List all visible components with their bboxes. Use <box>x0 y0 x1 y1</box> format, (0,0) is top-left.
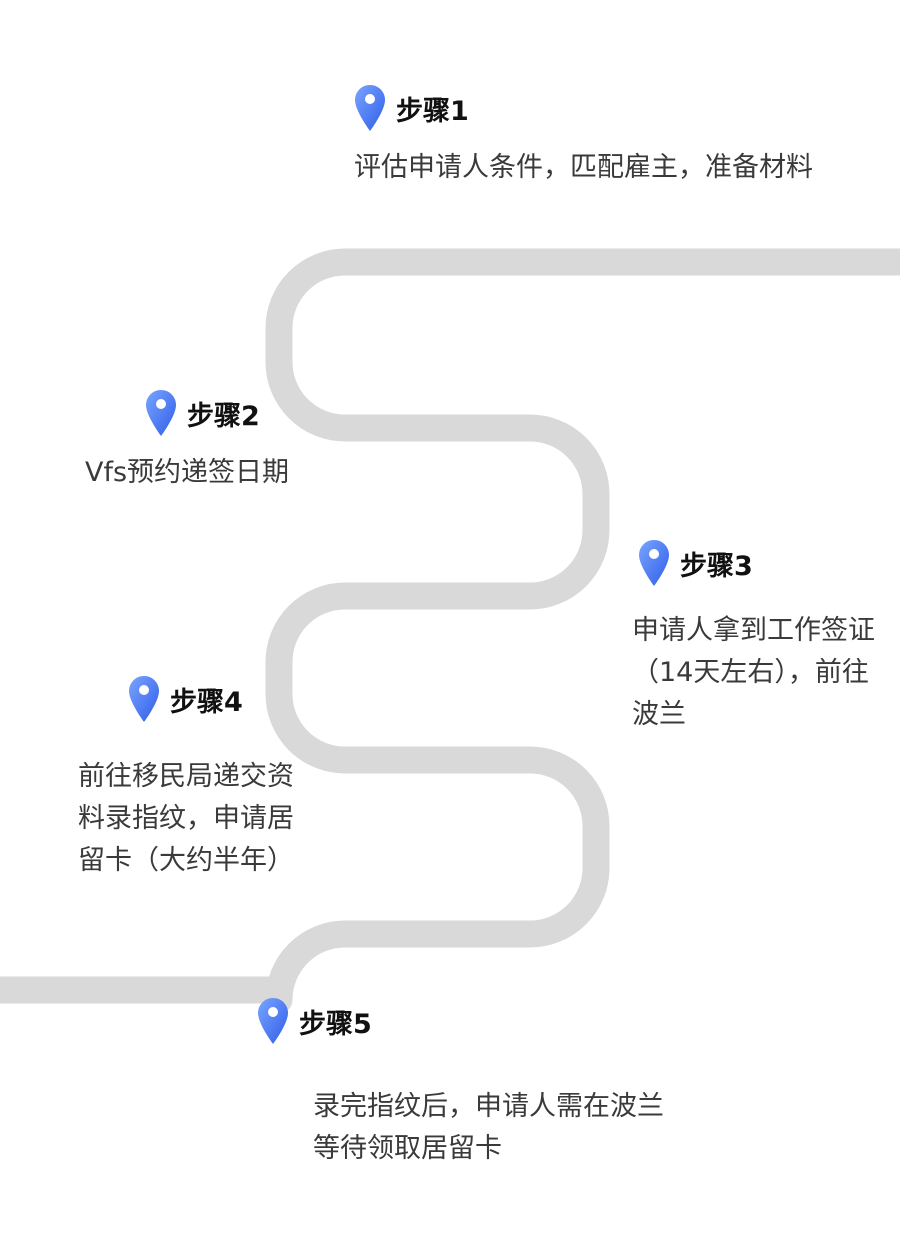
step-1-description: 评估申请人条件，匹配雇主，准备材料 <box>354 152 813 183</box>
step-5-header: 步骤5 <box>257 996 673 1046</box>
step-2-header: 步骤2 <box>145 388 405 438</box>
step-2-description: Vfs预约递签日期 <box>85 457 290 488</box>
step-2-title: 步骤2 <box>187 400 260 432</box>
step-5: 步骤5 录完指纹后，申请人需在波兰等待领取居留卡 <box>257 996 673 1170</box>
road-path <box>0 248 900 1014</box>
step-1-title: 步骤1 <box>396 95 469 127</box>
step-5-description: 录完指纹后，申请人需在波兰等待领取居留卡 <box>313 1091 664 1164</box>
location-pin-icon <box>639 540 669 586</box>
location-pin-icon <box>355 85 385 131</box>
step-4-header: 步骤4 <box>128 674 298 724</box>
step-5-title: 步骤5 <box>299 1008 372 1040</box>
step-3-header: 步骤3 <box>638 538 882 588</box>
step-4-description: 前往移民局递交资料录指纹，申请居留卡（大约半年） <box>78 761 294 876</box>
step-1-header: 步骤1 <box>354 83 824 133</box>
step-2: 步骤2 Vfs预约递签日期 <box>85 388 405 494</box>
step-1: 步骤1 评估申请人条件，匹配雇主，准备材料 <box>354 83 824 189</box>
location-pin-icon <box>129 676 159 722</box>
step-3: 步骤3 申请人拿到工作签证（14天左右），前往波兰 <box>632 538 882 736</box>
step-3-description: 申请人拿到工作签证（14天左右），前往波兰 <box>632 615 875 730</box>
location-pin-icon <box>258 998 288 1044</box>
step-4-title: 步骤4 <box>170 686 243 718</box>
step-3-title: 步骤3 <box>680 550 753 582</box>
step-4: 步骤4 前往移民局递交资料录指纹，申请居留卡（大约半年） <box>78 674 298 882</box>
location-pin-icon <box>146 390 176 436</box>
